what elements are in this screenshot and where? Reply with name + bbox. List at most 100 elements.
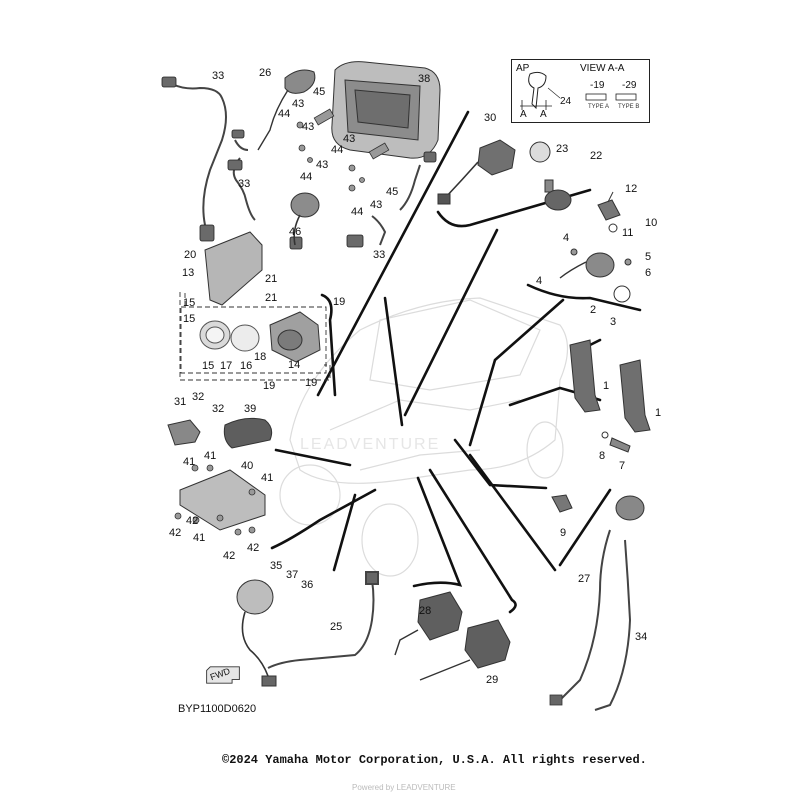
callout-32b: 32 [212, 403, 225, 415]
callout-44b: 44 [300, 171, 313, 183]
callout-34: 34 [635, 631, 648, 643]
callout-20: 20 [184, 249, 197, 261]
callout-15c: 15 [202, 360, 215, 372]
callout-45b: 45 [386, 186, 399, 198]
fwd-arrow-icon [206, 666, 240, 684]
callout-41c: 41 [261, 472, 274, 484]
assembly-14 [269, 311, 321, 363]
callout-8: 8 [599, 450, 606, 462]
callout-43a: 43 [292, 98, 305, 110]
powered-by-watermark: Powered by LEADVENTURE [352, 783, 456, 792]
callout-14: 14 [288, 359, 301, 371]
sensor-9 [551, 494, 573, 513]
callout-33a: 33 [212, 70, 225, 82]
callout-41a: 41 [183, 456, 196, 468]
part-26 [257, 69, 316, 151]
callout-21b: 21 [265, 292, 278, 304]
callout-33c: 33 [373, 249, 386, 261]
callout-25: 25 [330, 621, 343, 633]
view-right-ref: -29 [622, 80, 637, 91]
callout-4a: 4 [563, 232, 570, 244]
callout-42d: 42 [247, 542, 260, 554]
view-section-a-left: A [520, 109, 527, 120]
callout-32a: 32 [192, 391, 205, 403]
cover-39 [223, 417, 273, 449]
dashed-group-boxes [179, 292, 331, 381]
drawing-code: BYP1100D0620 [178, 703, 257, 715]
part-23-22 [529, 141, 572, 211]
callout-1b: 1 [655, 407, 662, 419]
horn-35 [236, 579, 277, 687]
callout-13: 13 [182, 267, 195, 279]
callout-23: 23 [556, 143, 569, 155]
callout-15b: 15 [183, 313, 196, 325]
ignition-coils-1 [569, 339, 651, 433]
callout-38: 38 [418, 73, 431, 85]
view-title: VIEW A-A [580, 63, 625, 74]
harness-27-34 [549, 495, 645, 711]
callout-16: 16 [240, 360, 253, 372]
harness-25 [267, 571, 379, 669]
tray-40 [179, 469, 266, 531]
callout-2: 2 [590, 304, 597, 316]
callout-37: 37 [286, 569, 299, 581]
callout-42a: 42 [186, 515, 199, 527]
callout-42c: 42 [223, 550, 236, 562]
callout-33b: 33 [238, 178, 251, 190]
callout-43b: 43 [302, 121, 315, 133]
connectors [161, 76, 437, 250]
callout-41d: 41 [193, 532, 206, 544]
regulators-28-29 [394, 591, 511, 681]
callout-4b: 4 [536, 275, 543, 287]
callout-6: 6 [645, 267, 652, 279]
callout-27: 27 [578, 573, 591, 585]
callout-10: 10 [645, 217, 658, 229]
key-icon [520, 71, 637, 110]
part-46 [290, 192, 320, 246]
callout-36: 36 [301, 579, 314, 591]
switch-30 [437, 139, 516, 205]
callout-28: 28 [419, 605, 432, 617]
callout-7: 7 [619, 460, 626, 472]
fasteners-41-42 [174, 464, 256, 536]
callout-43c: 43 [316, 159, 329, 171]
callout-19b: 19 [263, 380, 276, 392]
view-section-a-right: A [540, 109, 547, 120]
lenses-15-16-17 [199, 320, 260, 352]
callout-5: 5 [645, 251, 652, 263]
callout-31: 31 [174, 396, 187, 408]
callout-3: 3 [610, 316, 617, 328]
callout-43e: 43 [370, 199, 383, 211]
view-left-ref: -19 [590, 80, 605, 91]
callout-41b: 41 [204, 450, 217, 462]
callout-44a: 44 [278, 108, 291, 120]
callout-43d: 43 [343, 133, 356, 145]
callout-9: 9 [560, 527, 567, 539]
view-key-label: AP [516, 63, 530, 74]
callout-44d: 44 [351, 206, 364, 218]
view-a-a-detail-box: AP VIEW A-A -19 -29 TYPE A TYPE B A A 24 [511, 59, 650, 123]
meter-assembly-38 [331, 61, 441, 159]
group-leader-lines [270, 110, 642, 614]
callout-26: 26 [259, 67, 272, 79]
callout-44c: 44 [331, 144, 344, 156]
callout-19a: 19 [333, 296, 346, 308]
vehicle-silhouette [279, 297, 569, 577]
sensor-2 [559, 248, 632, 303]
callout-39: 39 [244, 403, 257, 415]
fasteners-43-44-45 [296, 108, 390, 192]
callout-19c: 19 [305, 377, 318, 389]
sensor-10 [597, 191, 621, 233]
callout-45a: 45 [313, 86, 326, 98]
view-type-b: TYPE B [618, 104, 640, 110]
callout-1a: 1 [603, 380, 610, 392]
callout-40: 40 [241, 460, 254, 472]
callout-17: 17 [220, 360, 233, 372]
copyright-notice: ©2024 Yamaha Motor Corporation, U.S.A. A… [222, 753, 647, 767]
relay-31 [167, 419, 201, 446]
callout-15a: 15 [183, 297, 196, 309]
callout-22: 22 [590, 150, 603, 162]
bracket-20 [204, 231, 263, 306]
